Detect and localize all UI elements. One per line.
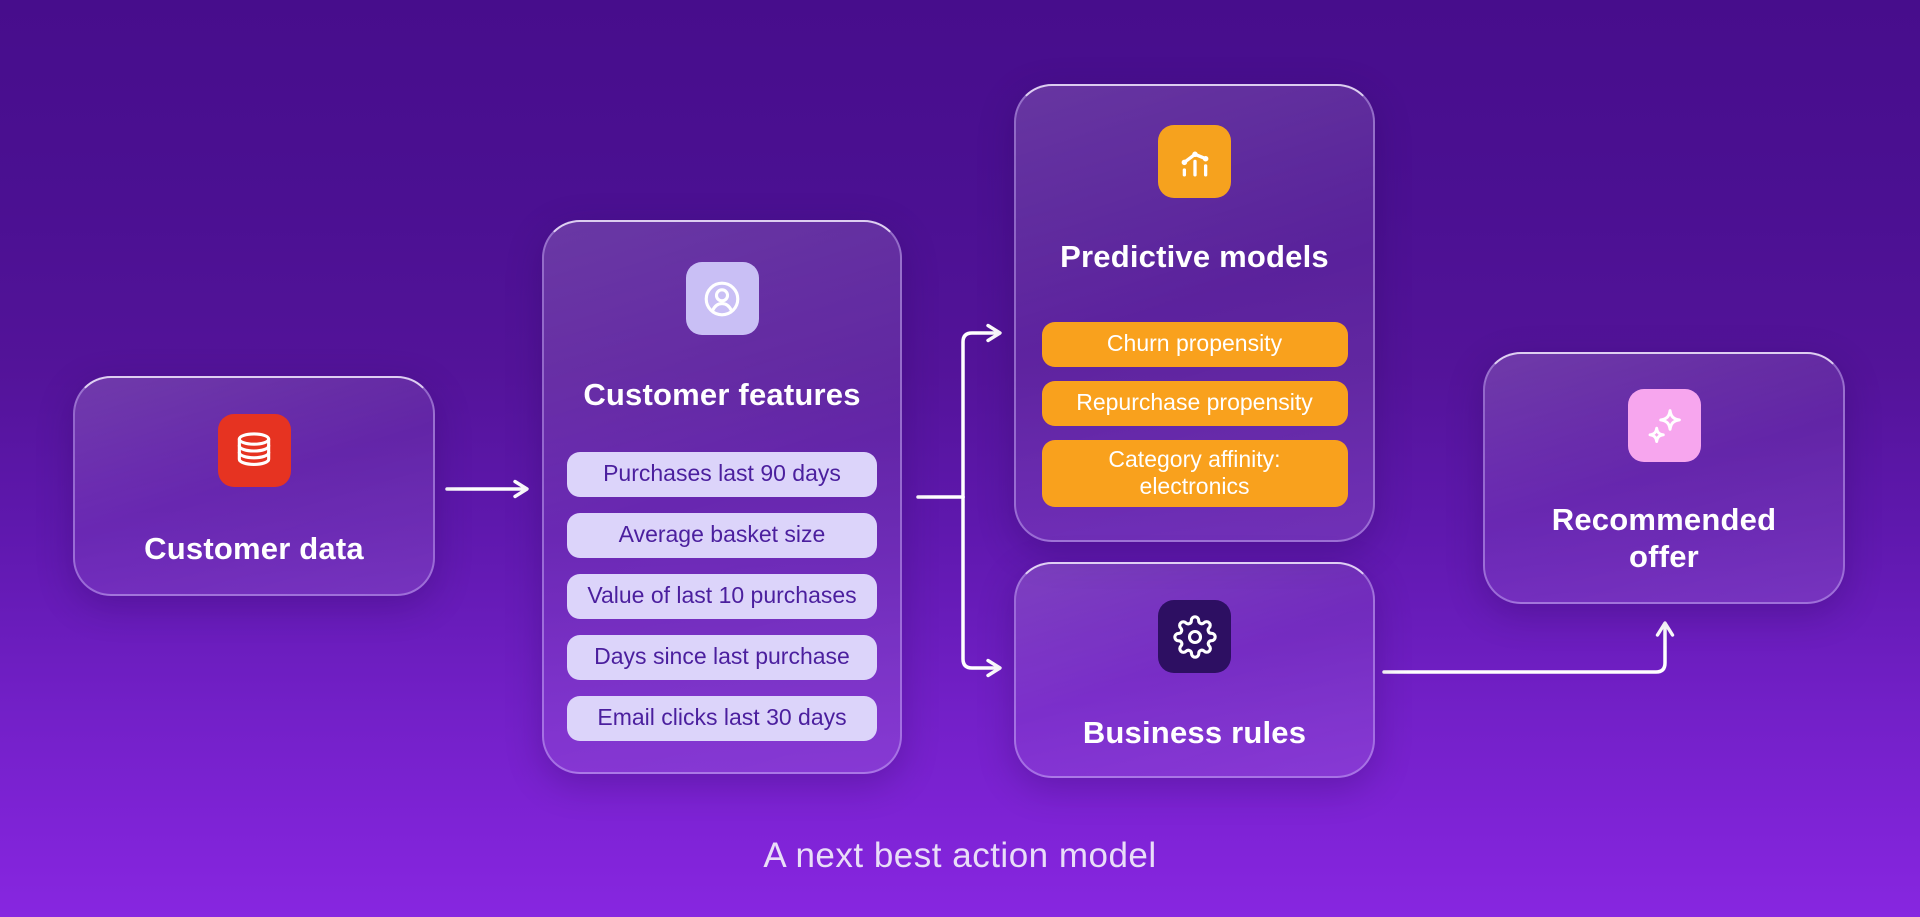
predictive-models-title: Predictive models (1060, 239, 1329, 274)
arrow-rules-to-offer (1382, 621, 1675, 674)
recommended-offer-title: Recommended offer (1551, 502, 1777, 574)
customer-features-title: Customer features (583, 377, 861, 412)
feature-chip: Value of last 10 purchases (567, 573, 877, 619)
predictive-models-node: Predictive models Churn propensity Repur… (1014, 84, 1375, 542)
customer-features-node: Customer features Purchases last 90 days… (542, 220, 902, 774)
sparkles-icon (1627, 389, 1701, 462)
customer-features-chip-list: Purchases last 90 days Average basket si… (567, 451, 877, 741)
feature-chip: Email clicks last 30 days (567, 695, 877, 741)
customer-data-title: Customer data (144, 531, 364, 566)
model-chip: Repurchase propensity (1041, 380, 1348, 426)
database-icon (217, 414, 291, 487)
feature-chip: Purchases last 90 days (567, 451, 877, 497)
customer-data-node: Customer data (73, 376, 435, 596)
feature-chip: Average basket size (567, 512, 877, 558)
arrow-branch-to-rules (961, 495, 1002, 678)
predictive-models-chip-list: Churn propensity Repurchase propensity C… (1041, 321, 1348, 507)
user-icon (685, 262, 759, 335)
feature-chip: Days since last purchase (567, 634, 877, 680)
business-rules-node: Business rules (1014, 562, 1375, 778)
model-chip: Churn propensity (1041, 321, 1348, 367)
chart-icon (1158, 125, 1231, 198)
model-chip: Category affinity: electronics (1041, 439, 1348, 507)
recommended-offer-node: Recommended offer (1483, 352, 1845, 604)
business-rules-title: Business rules (1082, 715, 1307, 750)
diagram-caption: A next best action model (763, 836, 1157, 875)
gear-icon (1158, 600, 1231, 673)
arrow-branch-to-models (961, 323, 1002, 499)
